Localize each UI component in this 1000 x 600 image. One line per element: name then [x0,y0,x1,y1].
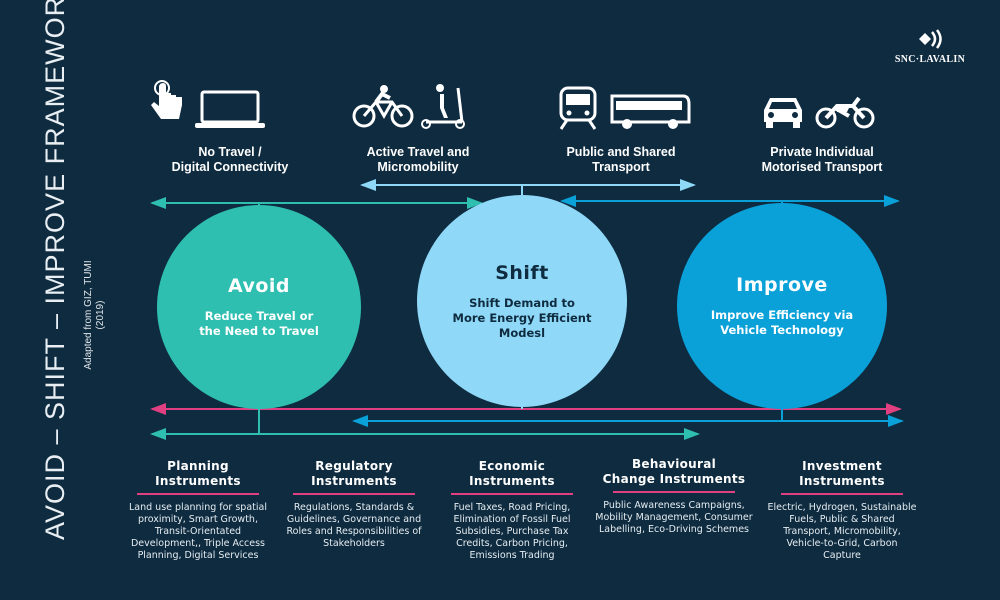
description-line: Vehicle Technology [720,323,844,337]
description-line: Reduce Travel or [204,309,314,323]
divider [137,493,259,495]
instrument-body: Fuel Taxes, Road Pricing, Elimination of… [453,502,571,561]
description-line: Shift Demand to [469,295,575,310]
logo-mark-icon [919,29,942,49]
mode-label-line: Public and Shared [566,145,676,159]
bicycle-icon [352,85,414,128]
description-line: More Energy Efficient [452,310,592,325]
instrument-title-line: Instruments [469,474,555,488]
mode-label-line: Micromobility [377,160,459,174]
bus-icon [610,94,691,129]
mode-label-line: Transport [592,160,650,174]
mode-label-line: Digital Connectivity [171,160,289,174]
avoid-title: Avoid [227,275,291,297]
company-logo: SNC·LAVALIN [880,28,980,65]
train-icon [559,86,597,130]
description-line: the Need to Travel [199,324,319,338]
laptop-icon [195,90,265,128]
divider [293,493,415,495]
car-icon [764,98,802,128]
mode-label-line: No Travel / [198,145,262,159]
touch-hand-icon [151,80,182,119]
instrument-title-line: Change Instruments [602,472,746,486]
mode-label-no-travel: No Travel /Digital Connectivity [135,145,325,175]
instrument-title-line: Planning [167,459,229,473]
instrument-title-line: Instruments [799,474,885,488]
mode-label-line: Motorised Transport [761,160,883,174]
logo-text: SNC·LAVALIN [894,54,966,65]
divider [451,493,573,495]
instrument-body: Regulations, Standards & Guidelines, Gov… [286,502,422,549]
instrument-title-line: Behavioural [631,457,717,471]
description-line: Improve Efficiency via [710,308,854,322]
mode-label-line: Private Individual [770,145,874,159]
scooter-icon [421,84,465,129]
divider [613,491,735,493]
instrument-body: Land use planning for spatial proximity,… [129,502,267,561]
mode-label-line: Active Travel and [366,145,470,159]
instrument-title-line: Economic [478,459,546,473]
shift-title: Shift [495,261,549,284]
instrument-body: Public Awareness Campaigns, Mobility Man… [595,500,753,535]
divider [781,493,903,495]
improve-title: Improve [736,274,828,296]
instrument-title-line: Instruments [311,474,397,488]
motorcycle-icon [815,96,875,129]
instrument-title-line: Regulatory [315,459,393,473]
description-line: Modesl [498,325,546,340]
instrument-body: Electric, Hydrogen, Sustainable Fuels, P… [767,502,917,561]
instrument-title-line: Investment [802,459,882,473]
instrument-title-line: Instruments [155,474,241,488]
